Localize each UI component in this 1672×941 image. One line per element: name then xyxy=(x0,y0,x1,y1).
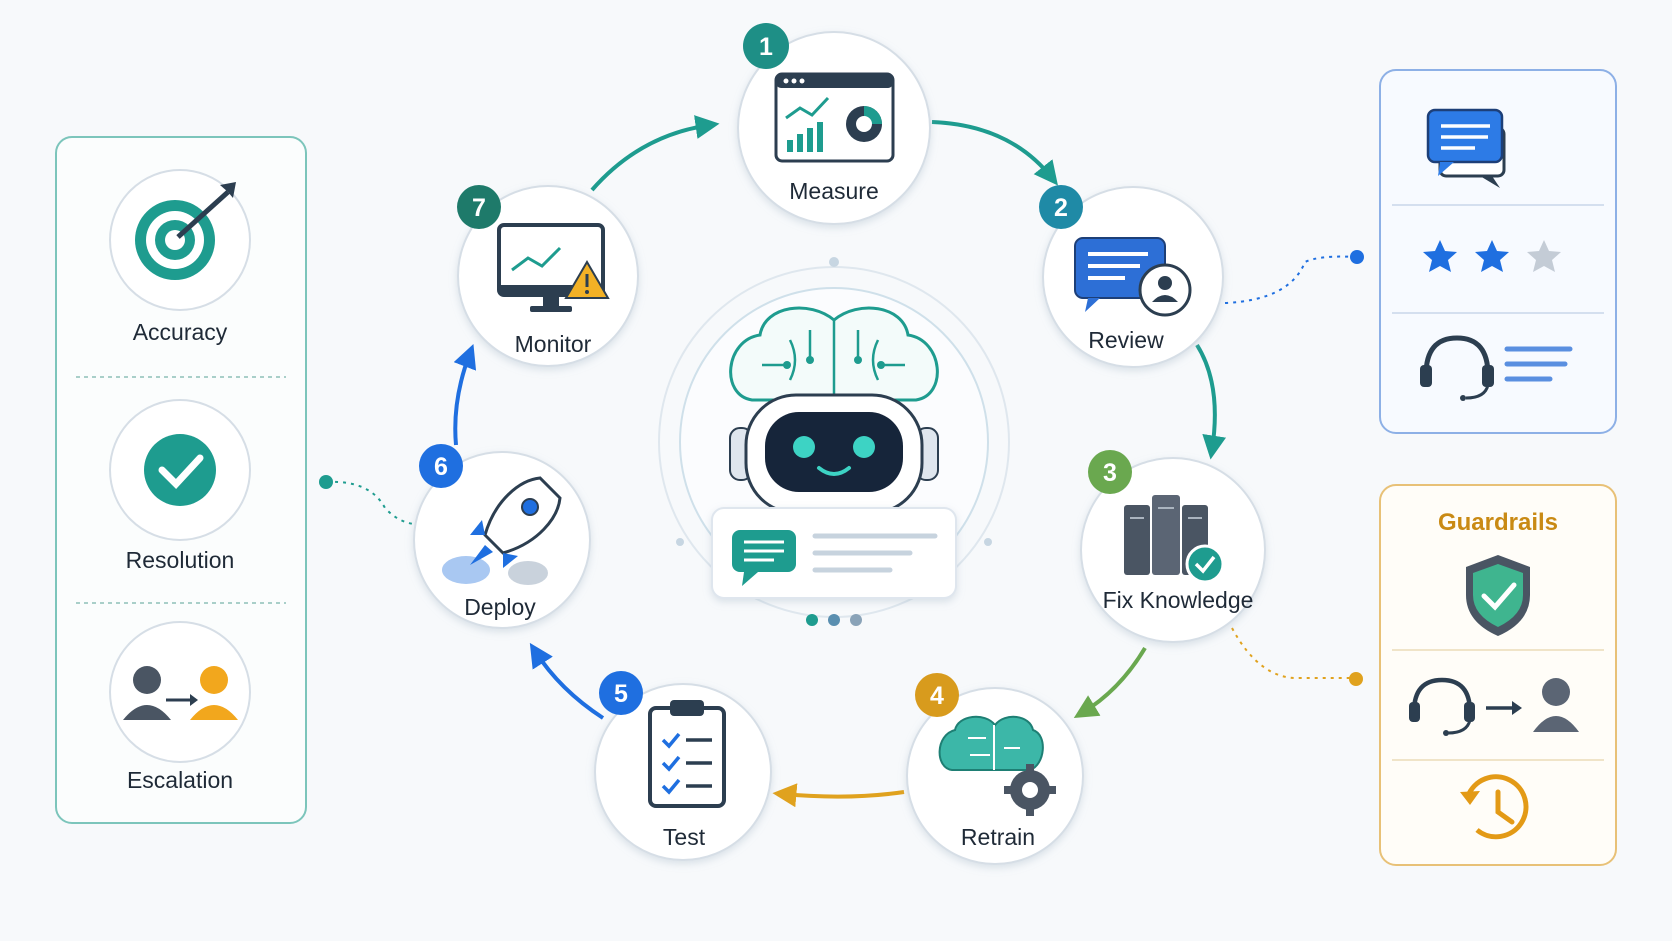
svg-text:5: 5 xyxy=(614,680,628,708)
star-filled xyxy=(1475,240,1509,272)
step-measure-badge: 1 xyxy=(743,23,789,69)
step-deploy-badge: 6 xyxy=(419,444,463,488)
star-filled xyxy=(1423,240,1457,272)
knowledge-base-check-icon xyxy=(1124,495,1225,584)
step-deploy[interactable]: Deploy xyxy=(413,451,591,629)
agent-handoff-icon[interactable] xyxy=(1409,677,1579,736)
chat-bubbles-icon[interactable] xyxy=(1426,108,1506,188)
step-measure[interactable]: Measure xyxy=(737,31,931,225)
step-monitor-label: Monitor xyxy=(515,331,592,357)
arrow-deploy-to-monitor xyxy=(453,344,477,446)
star-empty xyxy=(1527,240,1561,272)
metrics-panel: Accuracy Resolution Escalation xyxy=(55,136,307,824)
step-monitor[interactable]: Monitor xyxy=(457,185,639,367)
history-clock-icon[interactable] xyxy=(1460,774,1529,840)
cycle-arrows xyxy=(453,115,1227,808)
step-review-label: Review xyxy=(1088,327,1164,353)
svg-text:7: 7 xyxy=(472,194,486,222)
metric-escalation-label: Escalation xyxy=(127,767,233,793)
step-retrain-label: Retrain xyxy=(961,824,1035,850)
step-measure-label: Measure xyxy=(789,178,878,204)
metric-resolution[interactable]: Resolution xyxy=(109,399,251,573)
svg-text:6: 6 xyxy=(434,453,448,481)
arrow-measure-to-review xyxy=(931,120,1058,186)
metric-escalation[interactable]: Escalation xyxy=(109,621,251,793)
step-fix-knowledge-label: Fix Knowledge xyxy=(1103,587,1254,613)
svg-text:3: 3 xyxy=(1103,459,1117,487)
step-review-badge: 2 xyxy=(1039,185,1083,229)
target-icon xyxy=(135,182,236,280)
metric-resolution-label: Resolution xyxy=(126,547,235,573)
svg-text:4: 4 xyxy=(930,682,944,710)
arrow-test-to-deploy xyxy=(529,642,605,720)
step-test-label: Test xyxy=(663,824,706,850)
step-fix-knowledge[interactable]: Fix Knowledge xyxy=(1080,457,1266,643)
feedback-panel xyxy=(1379,69,1617,434)
user-handoff-icon xyxy=(123,666,238,720)
chat-preview-card xyxy=(711,507,957,599)
arrow-review-to-fix xyxy=(1195,343,1227,460)
dashboard-chart-icon xyxy=(774,72,895,163)
svg-text:2: 2 xyxy=(1054,194,1068,222)
step-retrain-badge: 4 xyxy=(915,673,959,717)
metric-accuracy[interactable]: Accuracy xyxy=(109,169,251,345)
guardrails-title: Guardrails xyxy=(1438,509,1558,536)
step-deploy-label: Deploy xyxy=(464,594,536,620)
step-test[interactable]: Test xyxy=(594,683,772,861)
arrow-retrain-to-test xyxy=(772,783,905,808)
arrow-monitor-to-measure xyxy=(590,115,720,192)
panel-connectors xyxy=(319,250,1364,686)
star-rating-icon[interactable] xyxy=(1423,240,1561,272)
check-circle-icon xyxy=(144,434,216,506)
monitor-alert-icon xyxy=(497,223,610,312)
svg-text:1: 1 xyxy=(759,33,773,61)
guardrails-panel: Guardrails xyxy=(1379,484,1617,866)
chat-user-review-icon xyxy=(1074,237,1192,317)
center-ai-bot xyxy=(658,257,1010,626)
metric-accuracy-label: Accuracy xyxy=(133,319,228,345)
step-review[interactable]: Review xyxy=(1042,186,1224,368)
headset-agent-notes-icon[interactable] xyxy=(1420,335,1573,401)
step-monitor-badge: 7 xyxy=(457,185,501,229)
ai-chatbot-brain-icon xyxy=(729,306,939,515)
shield-check-icon[interactable] xyxy=(1466,555,1530,636)
brain-gear-icon xyxy=(938,715,1056,816)
rocket-launch-icon xyxy=(442,476,562,585)
checklist-clipboard-icon xyxy=(648,700,726,808)
step-retrain[interactable]: Retrain xyxy=(906,687,1084,865)
step-test-badge: 5 xyxy=(599,671,643,715)
step-fix-knowledge-badge: 3 xyxy=(1088,450,1132,494)
arrow-fix-to-retrain xyxy=(1073,646,1147,718)
